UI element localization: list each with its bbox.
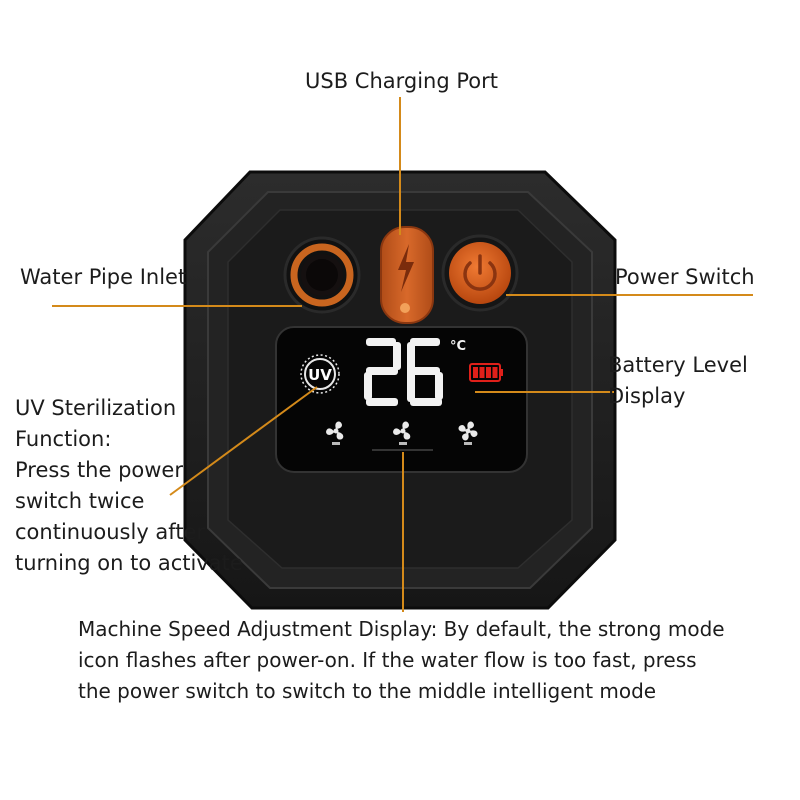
battery-bar [479, 367, 485, 378]
power-switch-button[interactable] [441, 234, 519, 312]
callout-leader-lines [52, 97, 753, 612]
water-inlet-label: Water Pipe Inlet [20, 265, 187, 289]
temperature-readout [364, 338, 443, 406]
battery-bar [492, 367, 498, 378]
battery-label-line: Display [608, 384, 686, 408]
leader-uv [169, 386, 318, 496]
uv-label-line: turning on to activate [15, 551, 243, 575]
usb-charging-port[interactable] [380, 226, 434, 324]
usb-indicator-dot [400, 303, 410, 313]
uv-label-line: continuously after [15, 520, 206, 544]
fan-low-mode-icon [326, 421, 344, 445]
uv-function-label: UV Sterilization Function: Press the pow… [15, 393, 243, 579]
battery-display-label: Battery Level Display [608, 350, 748, 412]
usb-port-label: USB Charging Port [305, 69, 498, 93]
battery-label-line: Battery Level [608, 353, 748, 377]
uv-sterilization-icon: UV [300, 354, 340, 394]
uv-label-line: switch twice [15, 489, 145, 513]
fan-strong-mode-icon [458, 421, 478, 445]
battery-icon [469, 363, 503, 382]
fan-middle-mode-icon [393, 421, 411, 445]
lightning-icon [398, 244, 414, 292]
battery-bar [486, 367, 491, 378]
uv-label-line: Function: [15, 427, 112, 451]
speed-label-line: icon flashes after power-on. If the wate… [78, 648, 697, 672]
uv-label-line: Press the power [15, 458, 183, 482]
uv-badge-text: UV [308, 366, 332, 384]
speed-label-line: the power switch to switch to the middle… [78, 679, 657, 703]
water-pipe-inlet[interactable] [283, 236, 361, 314]
speed-display-label: Machine Speed Adjustment Display: By def… [78, 614, 725, 707]
power-switch-label: Power Switch [615, 265, 755, 289]
power-icon [463, 254, 497, 291]
temperature-unit: °C [450, 339, 466, 354]
speed-label-line: Machine Speed Adjustment Display: By def… [78, 617, 725, 641]
battery-bar [473, 367, 478, 378]
uv-label-line: UV Sterilization [15, 396, 177, 420]
